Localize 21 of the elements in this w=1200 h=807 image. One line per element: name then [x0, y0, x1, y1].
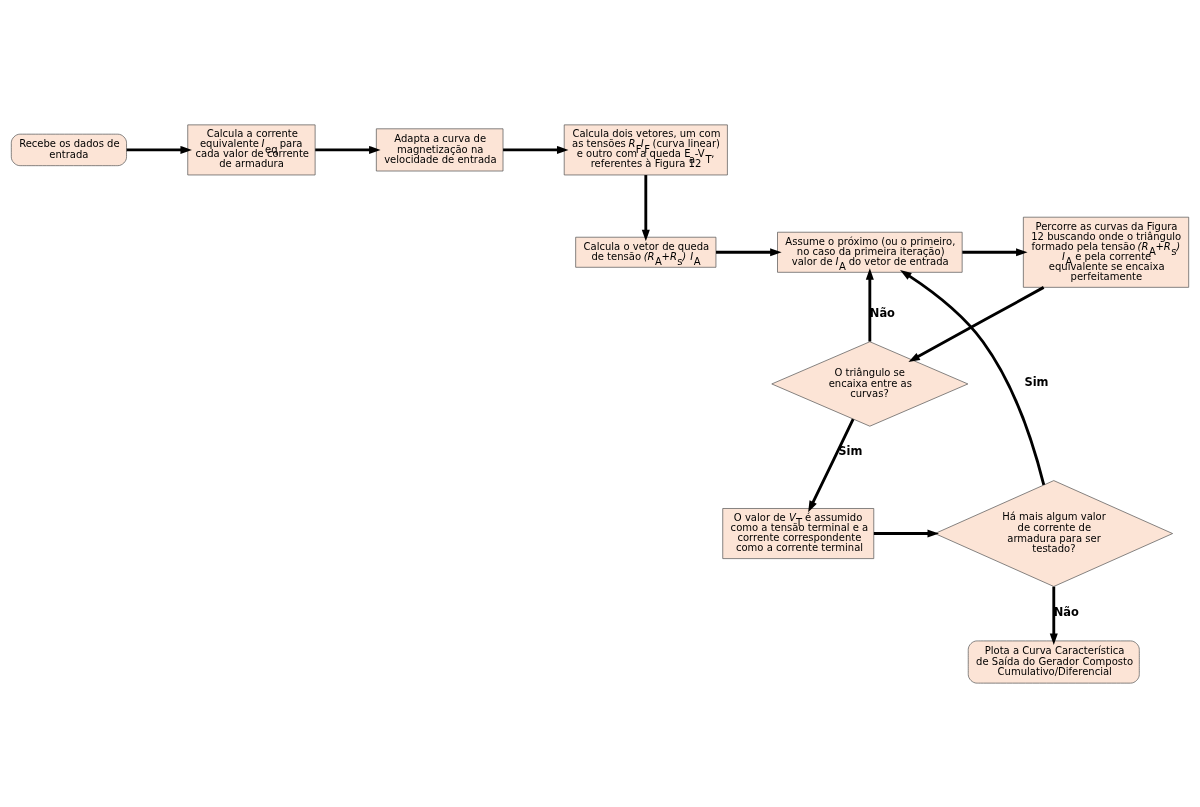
edge-label: Sim: [838, 443, 863, 458]
arrow: [900, 269, 1046, 485]
arrow: [908, 285, 1045, 362]
node-box: Recebe os dados de entrada: [10, 133, 127, 166]
arrow: [503, 145, 569, 154]
arrow: [641, 174, 650, 241]
edge-label: Sim: [1024, 374, 1049, 389]
arrow: [315, 145, 381, 154]
node-box: Plota a Curva Característica de Saída do Gerador Composto Cumulativo/Diferencial: [967, 640, 1140, 683]
node-diamond: O triângulo se encaixa entre as curvas?: [771, 340, 969, 427]
edge-label: Não: [1053, 604, 1079, 619]
node-diamond: Há mais algum valor de corrente de armadura para ser testado?: [934, 479, 1173, 587]
arrow: [716, 247, 782, 256]
arrow: [865, 267, 874, 341]
arrow: [1049, 586, 1058, 645]
edge-label: Não: [869, 305, 895, 320]
arrow: [808, 418, 855, 512]
arrow: [962, 247, 1028, 256]
node-box: Adapta a curva de magnetização na velocidade de entrada: [375, 127, 504, 171]
arrow: [126, 145, 192, 154]
arrow: [873, 529, 939, 538]
